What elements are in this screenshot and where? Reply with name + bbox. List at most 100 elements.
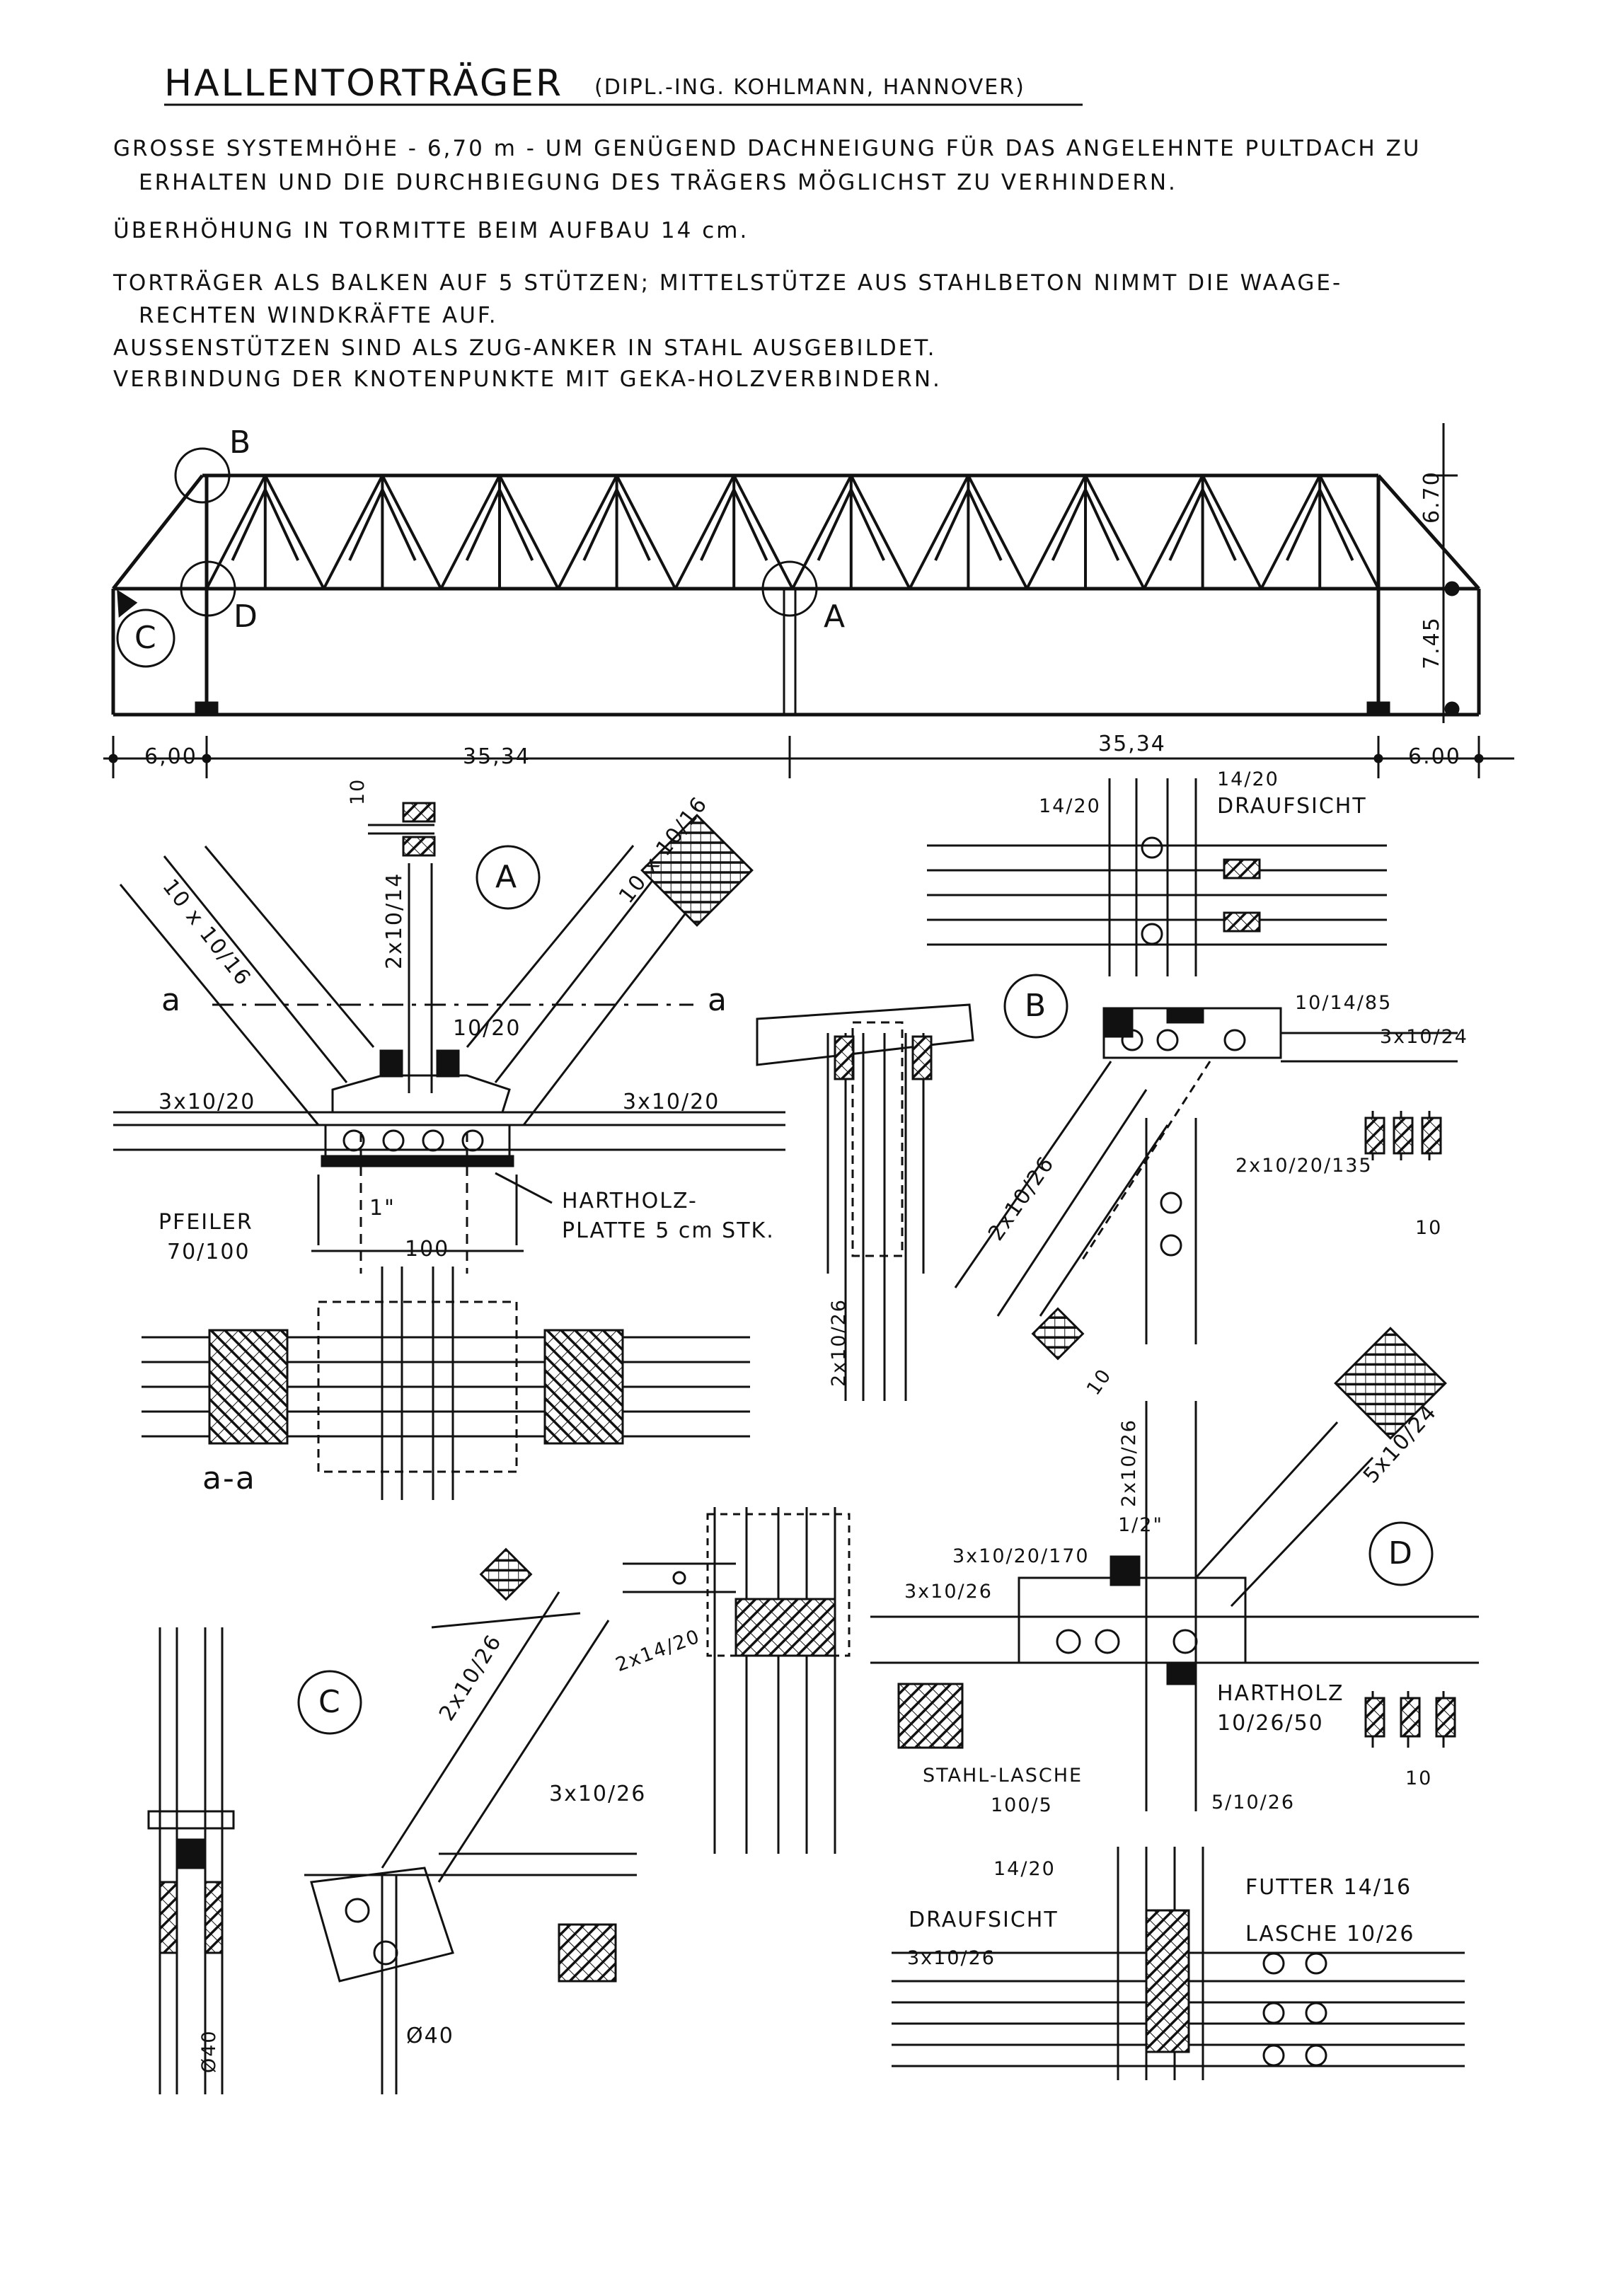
detail-c-rod-l: Ø40 [198,2029,220,2073]
detail-d-half: 1/2" [1118,1514,1163,1536]
description-line-6: AUSSENSTÜTZEN SIND ALS ZUG-ANKER IN STAH… [113,335,937,361]
truss-member [557,475,618,589]
detail-d-block: 3x10/20/170 [952,1545,1090,1567]
detail-d-plan-title: DRAUFSICHT [909,1908,1059,1932]
dimension-lines [103,423,1514,778]
description-line-5: RECHTEN WINDKRÄFTE AUF. [139,303,498,328]
truss-member [439,475,501,589]
detail-d-lasche: LASCHE 10/26 [1245,1922,1415,1946]
detail-c-rod-r: Ø40 [406,2024,454,2048]
truss-member [231,489,267,561]
detail-d-spacing: 10 [1405,1767,1433,1789]
page-subtitle: (DIPL.-ING. KOHLMANN, HANNOVER) [594,75,1025,100]
node-label-b: B [229,425,253,461]
truss-member [615,475,677,589]
left-slope [112,474,204,590]
truss-member [582,489,618,561]
detail-b-drawing [756,778,1458,1401]
detail-c-chord: 3x10/26 [549,1782,647,1806]
truss-member [791,475,853,589]
truss-member [1260,475,1321,589]
detail-b-side: 2x10/26 [828,1298,850,1387]
dim-span-right: 35,34 [1098,732,1166,756]
truss-member [1318,489,1354,561]
truss-member [1051,489,1087,561]
detail-d-label: D [1388,1535,1414,1571]
node-label-a: A [824,599,847,635]
truss-member [381,489,417,561]
truss-member [934,489,970,561]
detail-c-label: C [318,1684,342,1720]
detail-a-post-size: 10 [347,778,369,805]
truss-member [465,489,501,561]
truss-member [967,475,1028,589]
node-circle-d [180,560,236,617]
truss-member [498,475,560,589]
truss-member [1318,475,1380,589]
node-label-c: C [134,620,158,656]
dim-height-bottom: 7.45 [1419,616,1444,669]
detail-a-pillar-1: PFEILER [159,1210,253,1235]
description-line-4: TORTRÄGER ALS BALKEN AUF 5 STÜTZEN; MITT… [113,270,1343,296]
detail-a-width: 100 [405,1237,450,1262]
truss-member [732,475,794,589]
detail-a-chord-right-label: 3x10/20 [623,1090,720,1114]
description-line-3: ÜBERHÖHUNG IN TORMITTE BEIM AUFBAU 14 cm… [113,218,749,243]
detail-a-pillar-2: 70/100 [167,1240,250,1264]
detail-c-circle [297,1670,362,1735]
detail-a-width-half: 1" [369,1196,396,1221]
detail-d-steel-1: STAHL-LASCHE [923,1765,1083,1787]
truss-member [1084,489,1120,561]
truss-member [732,489,768,561]
description-line-1: GROSSE SYSTEMHÖHE - 6,70 m - UM GENÜGEND… [113,136,1422,161]
node-circle-b [174,447,231,504]
page-title: HALLENTORTRÄGER [164,62,564,105]
dim-right: 6.00 [1408,744,1461,769]
detail-b-post-l: 14/20 [1039,795,1101,817]
detail-a-drawing [113,802,785,1500]
detail-d-vertical: 2x10/26 [1118,1419,1140,1507]
dim-left: 6,00 [144,744,197,769]
detail-b-chord: 3x10/24 [1380,1026,1468,1048]
truss-member [348,489,384,561]
truss-web [205,475,1380,589]
detail-a-chord-left-label: 3x10/20 [159,1090,256,1114]
truss-member [1084,475,1146,589]
detail-a-cut-left: a [161,982,182,1018]
truss-member [381,475,442,589]
truss-member [1168,489,1204,561]
description-line-2: ERHALTEN UND DIE DURCHBIEGUNG DES TRÄGER… [139,170,1177,195]
description-line-7: VERBINDUNG DER KNOTENPUNKTE MIT GEKA-HOL… [113,367,942,392]
truss-member [850,475,911,589]
center-detail-drawing [623,1507,851,1854]
truss-member [1201,489,1237,561]
detail-d-post-plan: 14/20 [993,1858,1056,1880]
truss-member [1143,475,1204,589]
detail-b-spacing: 10 [1415,1217,1443,1239]
detail-b-block: 10/14/85 [1295,992,1393,1014]
node-circle-c [116,608,175,668]
detail-d-chord: 3x10/26 [904,1581,993,1603]
corner-wedge [117,589,138,618]
truss-member [498,489,534,561]
truss-member [700,489,736,561]
detail-b-plan-title: DRAUFSICHT [1217,794,1367,819]
truss-member [967,489,1003,561]
dim-span-left: 35,34 [463,744,531,769]
truss-member [1201,475,1263,589]
node-circle-a [761,560,818,617]
detail-d-filler: FUTTER 14/16 [1245,1875,1412,1900]
left-foot [195,701,219,717]
right-foot [1366,701,1390,717]
detail-a-section-label: a-a [202,1460,256,1496]
dim-height-top: 6.70 [1419,471,1444,524]
detail-d-steel-2: 100/5 [991,1794,1053,1816]
detail-d-post: 5/10/26 [1211,1792,1296,1813]
truss-member [674,475,735,589]
detail-a-vertical-label: 2x10/14 [382,872,407,969]
right-slope [1377,474,1480,590]
detail-b-label: B [1025,988,1048,1024]
detail-d-circle [1368,1521,1434,1586]
detail-b-post-r: 14/20 [1217,768,1279,790]
